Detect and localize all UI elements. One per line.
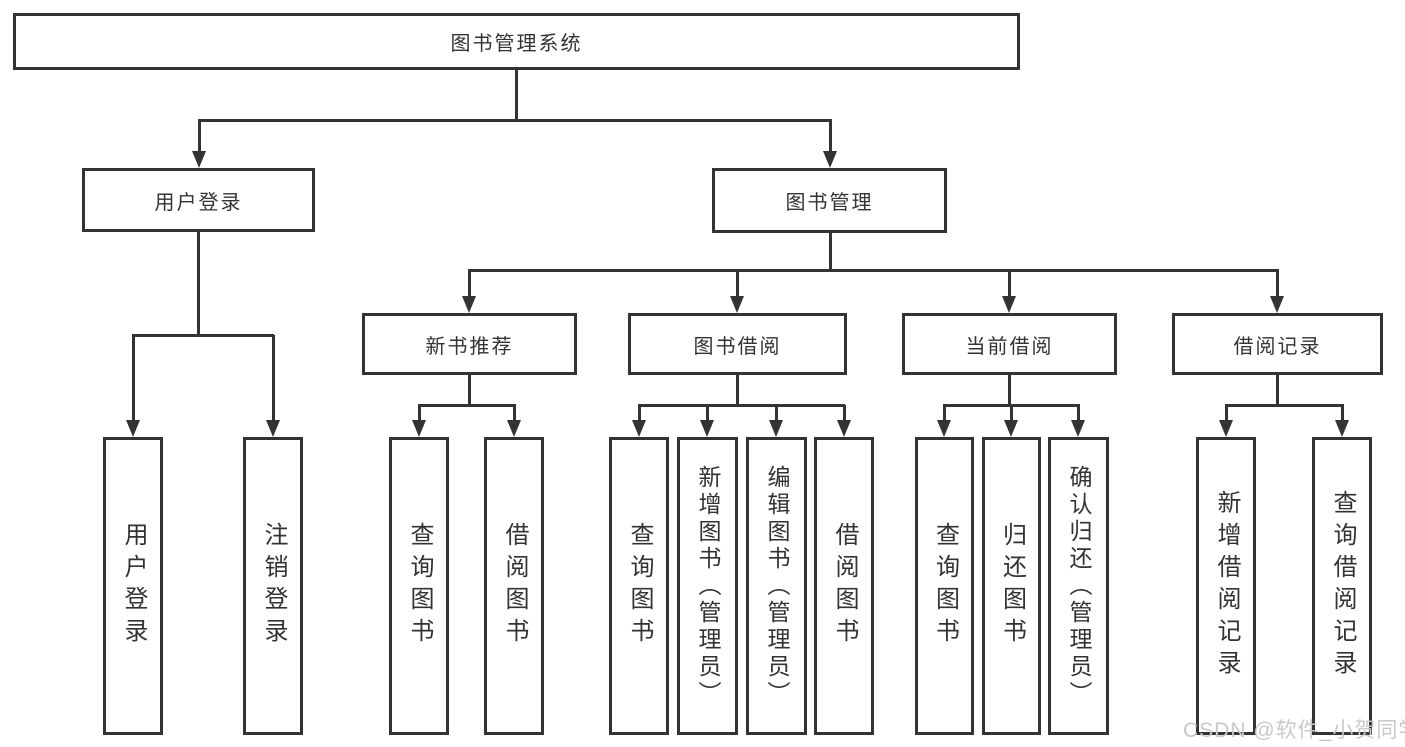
node-book-management: 图书管理: [712, 168, 947, 233]
connector-line: [775, 405, 778, 422]
connector-line: [1225, 404, 1344, 407]
connector-line: [1225, 405, 1228, 422]
connector-line: [638, 405, 641, 422]
arrowhead-icon: [266, 420, 280, 437]
node-borrow-records: 借阅记录: [1172, 313, 1383, 375]
leaf-query-books-current: 查询图书: [915, 437, 974, 735]
arrowhead-icon: [1270, 296, 1284, 313]
connector-line: [843, 405, 846, 422]
arrowhead-icon: [462, 296, 476, 313]
node-library-management-system: 图书管理系统: [13, 13, 1020, 70]
leaf-logout: 注销登录: [243, 437, 303, 735]
arrowhead-icon: [192, 151, 206, 168]
watermark-text: CSDN @软件_小贺同学: [1183, 719, 1405, 742]
connector-line: [132, 335, 135, 422]
leaf-query-books-recommend: 查询图书: [389, 437, 449, 735]
connector-line: [736, 270, 739, 298]
connector-line: [829, 233, 832, 270]
connector-line: [1077, 405, 1080, 422]
connector-line: [943, 405, 946, 422]
connector-line: [468, 270, 471, 298]
node-user-login: 用户登录: [82, 168, 315, 232]
connector-line: [132, 334, 274, 337]
arrowhead-icon: [126, 420, 140, 437]
arrowhead-icon: [507, 420, 521, 437]
connector-line: [198, 120, 201, 153]
leaf-borrow-books-borrow: 借阅图书: [814, 437, 874, 735]
leaf-confirm-return-admin: 确认归还（管理员）: [1048, 437, 1109, 735]
arrowhead-icon: [823, 151, 837, 168]
arrowhead-icon: [632, 420, 646, 437]
leaf-query-books-borrow: 查询图书: [609, 437, 669, 735]
connector-line: [468, 375, 471, 405]
connector-line: [515, 70, 518, 120]
leaf-add-borrow-record: 新增借阅记录: [1196, 437, 1256, 735]
arrowhead-icon: [1071, 420, 1085, 437]
connector-line: [829, 120, 832, 153]
arrowhead-icon: [769, 420, 783, 437]
leaf-query-borrow-record: 查询借阅记录: [1312, 437, 1372, 735]
connector-line: [1008, 375, 1011, 405]
connector-line: [1341, 405, 1344, 422]
arrowhead-icon: [1335, 420, 1349, 437]
connector-line: [638, 404, 845, 407]
connector-line: [418, 404, 516, 407]
arrowhead-icon: [1219, 420, 1233, 437]
leaf-add-book-admin: 新增图书（管理员）: [677, 437, 738, 735]
connector-line: [736, 375, 739, 405]
connector-line: [513, 405, 516, 422]
connector-line: [1276, 375, 1279, 405]
arrowhead-icon: [730, 296, 744, 313]
leaf-return-books: 归还图书: [982, 437, 1041, 735]
connector-line: [198, 119, 832, 122]
leaf-edit-book-admin: 编辑图书（管理员）: [746, 437, 807, 735]
connector-line: [197, 232, 200, 335]
arrowhead-icon: [1004, 420, 1018, 437]
arrowhead-icon: [837, 420, 851, 437]
leaf-borrow-books-recommend: 借阅图书: [484, 437, 544, 735]
connector-line: [468, 269, 1279, 272]
connector-line: [272, 335, 275, 422]
arrowhead-icon: [937, 420, 951, 437]
leaf-user-login: 用户登录: [103, 437, 163, 735]
connector-line: [1010, 405, 1013, 422]
arrowhead-icon: [412, 420, 426, 437]
connector-line: [1276, 270, 1279, 298]
connector-line: [418, 405, 421, 422]
node-new-book-recommend: 新书推荐: [362, 313, 577, 375]
connector-line: [1008, 270, 1011, 298]
arrowhead-icon: [1002, 296, 1016, 313]
connector-line: [706, 405, 709, 422]
node-book-borrow: 图书借阅: [628, 313, 847, 375]
node-current-borrow: 当前借阅: [902, 313, 1117, 375]
arrowhead-icon: [700, 420, 714, 437]
